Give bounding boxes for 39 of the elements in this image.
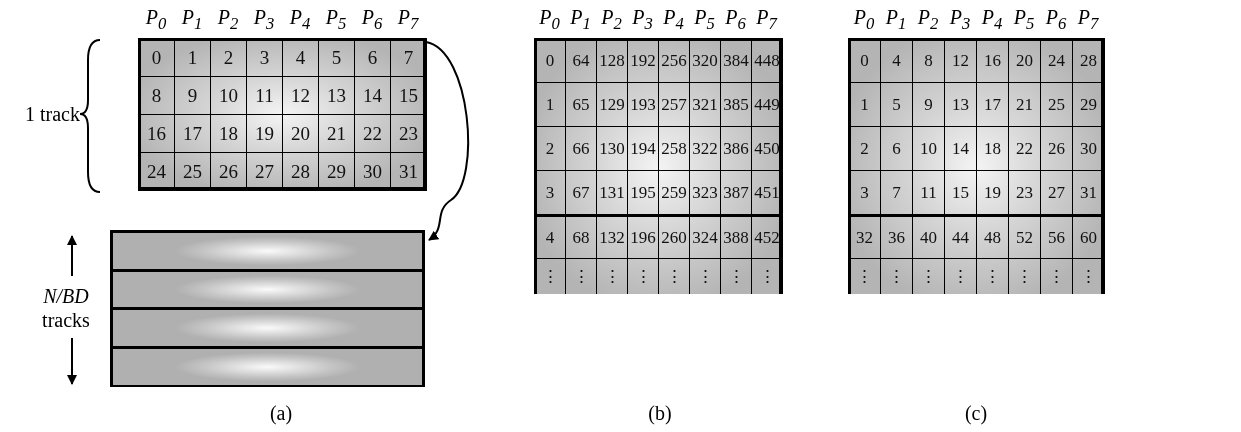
column-header: P$_{7}$ <box>1076 6 1100 34</box>
column-header: P$_{4}$ <box>662 6 685 34</box>
column-header: P$_{1}$ <box>884 6 908 34</box>
track-label: 1 track <box>24 103 80 126</box>
column-header: P$_{5}$ <box>693 6 716 34</box>
column-header: P$_{1}$ <box>569 6 592 34</box>
column-header: P$_{6}$ <box>724 6 747 34</box>
column-header: P$_{2}$ <box>216 6 240 34</box>
column-header: P$_{3}$ <box>252 6 276 34</box>
grid-cell: 448 <box>751 38 783 83</box>
grid-cell: 450 <box>751 126 783 171</box>
column-header: P$_{0}$ <box>538 6 561 34</box>
memory-grid <box>138 38 426 190</box>
panel-caption: (b) <box>647 402 673 425</box>
panel-caption: (c) <box>963 402 989 425</box>
column-header: P$_{5}$ <box>1012 6 1036 34</box>
column-header: P$_{6}$ <box>360 6 384 34</box>
column-header: P$_{1}$ <box>180 6 204 34</box>
column-header: P$_{3}$ <box>631 6 654 34</box>
column-header: P$_{4}$ <box>288 6 312 34</box>
arrow <box>425 41 470 241</box>
track-stack <box>110 230 425 387</box>
column-header: P$_{3}$ <box>948 6 972 34</box>
grid-cell: 452 <box>751 214 783 259</box>
grid-cell: 60 <box>1072 214 1105 259</box>
panel-caption: (a) <box>268 402 294 425</box>
grid-cell: 449 <box>751 82 783 127</box>
column-header: P$_{5}$ <box>324 6 348 34</box>
column-header: P$_{7}$ <box>396 6 420 34</box>
column-header: P$_{0}$ <box>852 6 876 34</box>
column-header: P$_{4}$ <box>980 6 1004 34</box>
column-header: P$_{2}$ <box>600 6 623 34</box>
column-header: P$_{2}$ <box>916 6 940 34</box>
column-header: P$_{6}$ <box>1044 6 1068 34</box>
grid-cell: 451 <box>751 170 783 215</box>
track-count-label: N/BD tracks <box>41 284 91 332</box>
column-header: P$_{7}$ <box>755 6 779 34</box>
column-header: P$_{0}$ <box>144 6 168 34</box>
grid-cell: 31 <box>390 152 427 191</box>
